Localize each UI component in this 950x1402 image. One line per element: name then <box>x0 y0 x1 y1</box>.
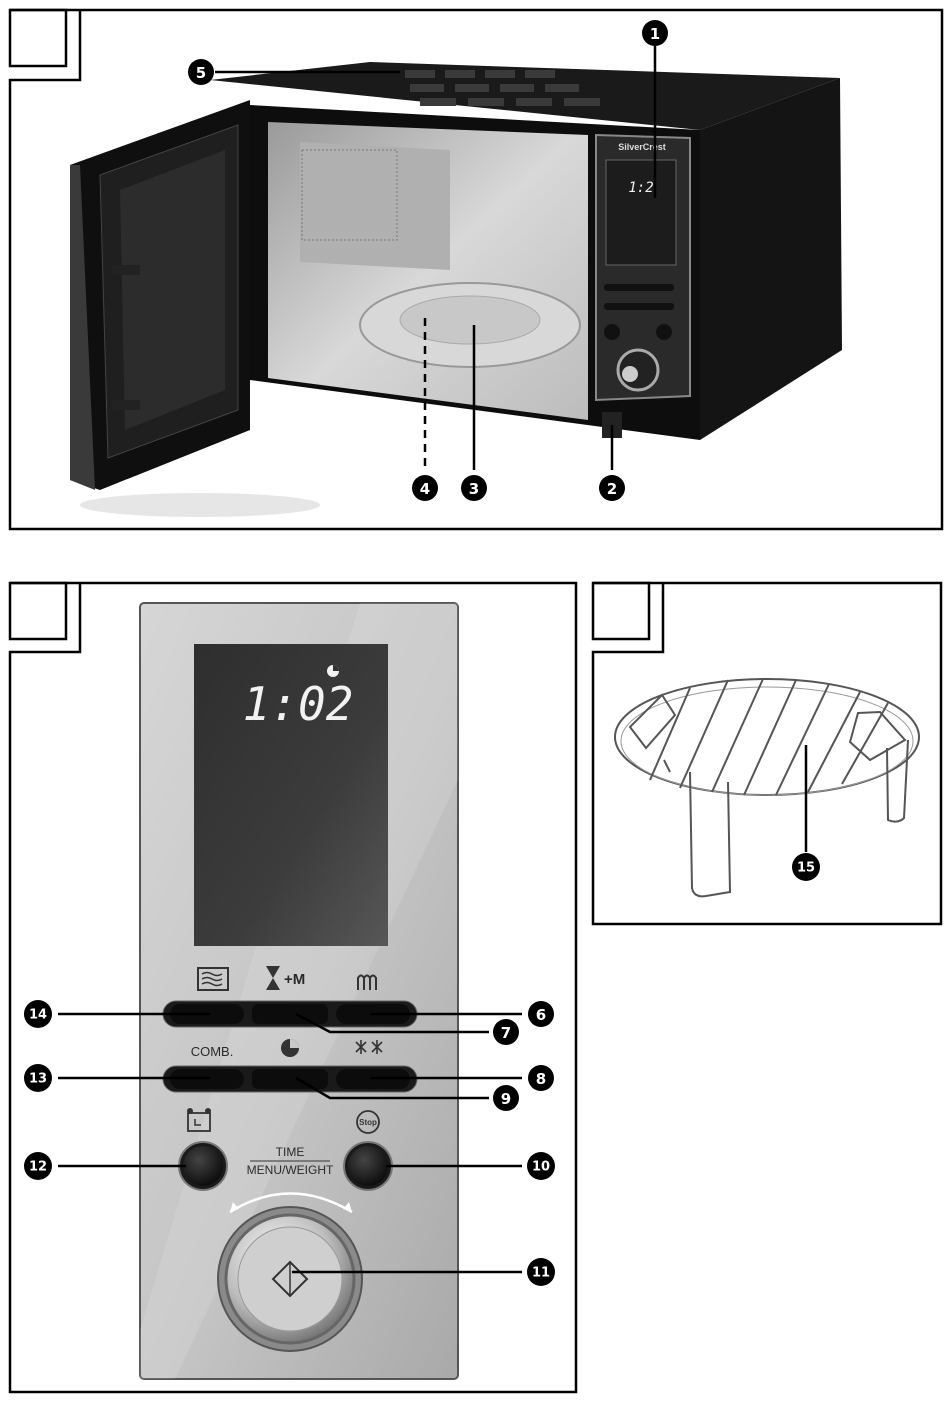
door-hinge-bottom <box>112 400 140 410</box>
svg-text:7: 7 <box>501 1024 511 1042</box>
callout-5: 5 <box>188 59 214 85</box>
svg-text:1: 1 <box>650 25 660 43</box>
svg-text:9: 9 <box>501 1090 511 1108</box>
weight-defrost-time-button[interactable] <box>252 1004 328 1024</box>
stop-button[interactable] <box>348 1146 388 1186</box>
small-panel-buttons-row-2 <box>604 303 674 310</box>
svg-text:12: 12 <box>29 1160 47 1175</box>
svg-text:8: 8 <box>536 1070 546 1088</box>
callout-1: 1 <box>642 20 668 46</box>
callout-2: 2 <box>599 475 625 501</box>
callout-12: 12 <box>24 1152 52 1180</box>
callout-6: 6 <box>528 1001 554 1027</box>
small-panel-button-left <box>604 324 620 340</box>
grill-rack <box>615 679 919 896</box>
callout-13: 13 <box>24 1064 52 1092</box>
menu-weight-label: MENU/WEIGHT <box>247 1163 334 1177</box>
small-panel-buttons-row-1 <box>604 284 674 291</box>
callout-3: 3 <box>461 475 487 501</box>
svg-text:13: 13 <box>29 1072 47 1087</box>
svg-text:15: 15 <box>797 861 815 876</box>
callout-11: 11 <box>527 1258 555 1286</box>
callout-4: 4 <box>412 475 438 501</box>
small-display-time: 1:2 <box>628 180 653 196</box>
pie-clock-icon <box>281 1039 299 1057</box>
weight-m-label: +M <box>284 971 305 988</box>
svg-text:3: 3 <box>469 480 479 498</box>
stop-label: Stop <box>359 1118 377 1127</box>
control-panel-enlarged: 1:02 +M COMB. <box>140 603 458 1379</box>
svg-text:2: 2 <box>607 480 617 498</box>
svg-text:4: 4 <box>420 480 430 498</box>
svg-text:10: 10 <box>532 1160 550 1175</box>
callout-14: 14 <box>24 1000 52 1028</box>
svg-text:6: 6 <box>536 1006 546 1024</box>
timer-button[interactable] <box>183 1146 223 1186</box>
clock-button[interactable] <box>252 1069 328 1089</box>
display-clock-icon <box>327 665 339 677</box>
callout-10: 10 <box>527 1152 555 1180</box>
callout-9: 9 <box>493 1085 519 1111</box>
brand-label: SilverCrest <box>618 142 666 152</box>
door-hinge-top <box>112 265 140 275</box>
small-panel-button-right <box>656 324 672 340</box>
display-time: 1:02 <box>243 677 354 731</box>
door-shadow <box>80 493 320 517</box>
callout-15: 15 <box>792 853 820 881</box>
svg-text:11: 11 <box>532 1266 550 1281</box>
microwave-illustration: SilverCrest 1:2 <box>70 62 842 517</box>
svg-text:5: 5 <box>196 64 206 82</box>
svg-text:14: 14 <box>29 1008 47 1023</box>
comb-label: COMB. <box>191 1044 234 1059</box>
time-label: TIME <box>276 1145 305 1159</box>
callout-8: 8 <box>528 1065 554 1091</box>
figure-3-frame <box>593 583 941 924</box>
callout-7: 7 <box>493 1019 519 1045</box>
